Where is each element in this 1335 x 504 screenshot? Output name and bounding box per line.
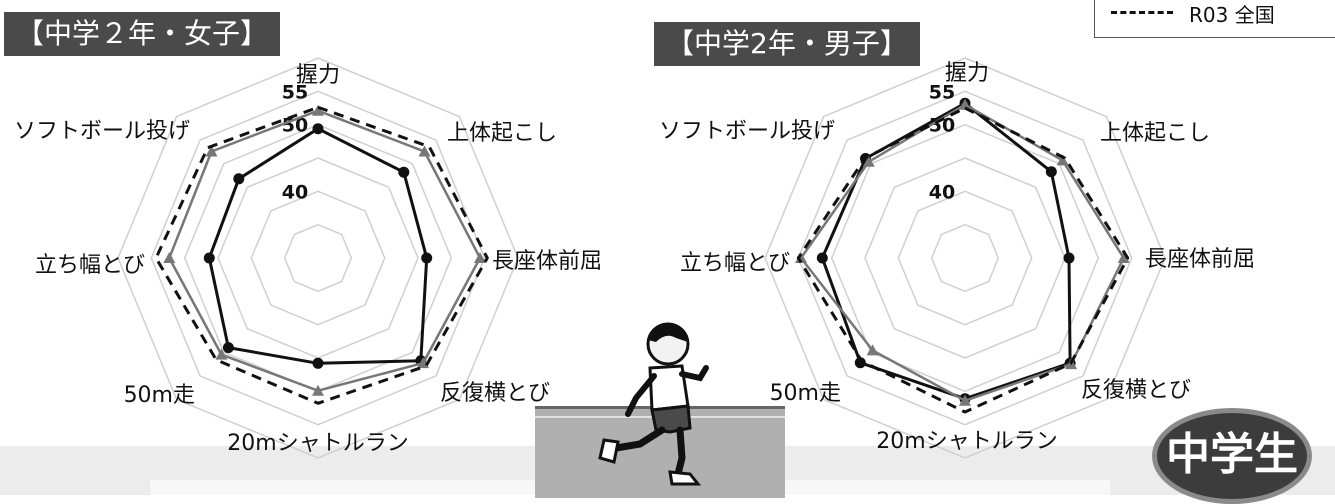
axis-label: 立ち幅とび <box>35 253 145 278</box>
axis-label: 50m走 <box>124 383 195 408</box>
axis-label: 20mシャトルラン <box>876 429 1057 454</box>
junior-high-badge: 中学生 <box>1152 408 1312 504</box>
axis-label: 上体起こし <box>1100 121 1210 146</box>
axis-label: ソフトボール投げ <box>14 119 190 144</box>
axis-label: 長座体前屈 <box>492 249 602 274</box>
tick-label: 40 <box>282 181 308 203</box>
data-point-triangle <box>959 98 971 110</box>
data-point-circle <box>1063 252 1075 264</box>
tick-label: 55 <box>929 81 955 103</box>
data-point-circle <box>222 342 234 354</box>
series-line-0 <box>820 101 1072 401</box>
data-point-circle <box>312 123 324 135</box>
radar-chart-male: 405055握力上体起こし長座体前屈反復横とび20mシャトルラン50m走立ち幅と… <box>659 57 1255 459</box>
grid-ring <box>217 157 419 359</box>
data-point-triangle <box>862 155 875 167</box>
axis-label: 上体起こし <box>447 121 557 146</box>
data-point-triangle <box>866 344 879 356</box>
legend-dashed-line <box>1111 11 1173 14</box>
data-point-triangle <box>215 348 228 360</box>
tick-label: 55 <box>282 81 308 103</box>
data-point-circle <box>421 252 433 264</box>
grid-ring <box>150 90 486 426</box>
data-point-triangle <box>474 252 486 263</box>
legend: R03 全国 <box>1094 0 1335 38</box>
grid-ring <box>764 57 1166 459</box>
legend-label-national: R03 全国 <box>1189 3 1275 27</box>
grid-ring <box>897 190 1033 326</box>
axis-label: 握力 <box>945 61 989 86</box>
data-point-circle <box>233 173 245 185</box>
axis-label: ソフトボール投げ <box>659 119 835 144</box>
grid-ring <box>117 57 519 459</box>
runner-illustration-icon <box>598 322 709 486</box>
grid-ring <box>283 223 353 293</box>
grid-ring <box>250 190 386 326</box>
data-point-triangle <box>312 384 324 396</box>
chart-title-female: 【中学２年・女子】 <box>4 12 281 56</box>
axis-label: 反復横とび <box>1081 378 1191 403</box>
data-point-circle <box>398 166 410 178</box>
data-point-triangle <box>417 357 430 369</box>
grid-ring <box>930 223 1000 293</box>
data-point-circle <box>312 357 324 369</box>
data-point-triangle <box>163 252 176 263</box>
axis-label: 長座体前屈 <box>1145 247 1255 272</box>
grid-ring <box>830 123 1100 393</box>
data-point-circle <box>1045 166 1057 178</box>
tick-label: 40 <box>929 181 955 203</box>
grid-ring <box>797 90 1133 426</box>
series-line-2 <box>796 106 1130 414</box>
axis-label: 握力 <box>296 63 340 88</box>
data-point-triangle <box>312 104 324 116</box>
series-line-2 <box>154 105 489 405</box>
axis-label: 立ち幅とび <box>680 251 790 276</box>
axis-label: 20mシャトルラン <box>227 431 408 456</box>
data-point-triangle <box>418 145 431 157</box>
data-point-triangle <box>1117 252 1130 263</box>
data-point-circle <box>203 252 215 264</box>
axis-label: 50m走 <box>770 381 841 406</box>
tick-label: 50 <box>282 115 308 137</box>
grid-ring <box>864 157 1066 359</box>
series-line-0 <box>207 127 429 365</box>
data-point-triangle <box>205 145 218 157</box>
data-point-triangle <box>1056 154 1069 166</box>
data-point-circle <box>816 252 828 264</box>
axis-label: 反復横とび <box>440 381 550 406</box>
data-point-triangle <box>959 394 971 406</box>
chart-title-male: 【中学2年・男子】 <box>654 22 920 66</box>
data-point-circle <box>854 357 866 369</box>
